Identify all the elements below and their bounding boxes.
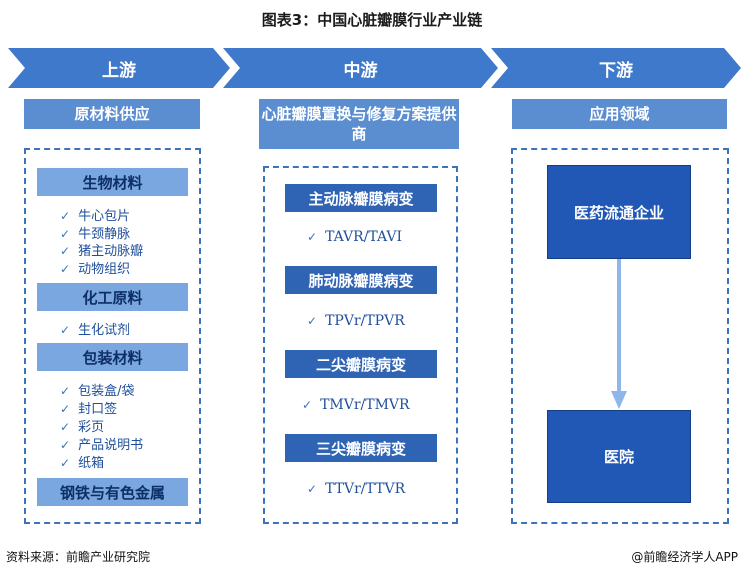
list-item: ✓封口签 (60, 402, 118, 417)
upstream-group-metal: 钢铁与有色金属 (37, 478, 188, 506)
midstream-panel (263, 166, 458, 524)
downstream-hospital-box: 医院 (547, 410, 691, 503)
page-title: 图表3：中国心脏瓣膜行业产业链 (261, 11, 483, 29)
chevron-downstream-label: 下游 (599, 60, 633, 81)
arrow-down-icon (611, 259, 627, 409)
check-icon: ✓ (60, 244, 71, 258)
credit-note: @前瞻经济学人APP (631, 550, 738, 564)
list-item: ✓产品说明书 (60, 438, 144, 453)
list-item: ✓包装盒/袋 (60, 384, 135, 399)
list-item: ✓生化试剂 (60, 323, 131, 338)
list-item: ✓动物组织 (60, 262, 131, 277)
list-item: ✓TMVr/TMVR (302, 397, 410, 413)
midstream-group-mitral: 二尖瓣膜病变 (285, 350, 437, 378)
chevron-upstream: 上游 (8, 48, 230, 88)
check-icon: ✓ (60, 227, 71, 241)
check-icon: ✓ (60, 209, 71, 223)
upstream-group-chem: 化工原料 (37, 283, 188, 311)
list-item: ✓牛颈静脉 (60, 227, 131, 242)
check-icon: ✓ (60, 402, 71, 416)
list-item: ✓TAVR/TAVI (307, 229, 403, 245)
midstream-group-aortic: 主动脉瓣膜病变 (285, 184, 437, 212)
list-item: ✓牛心包片 (60, 209, 131, 224)
check-icon: ✓ (307, 230, 318, 244)
check-icon: ✓ (302, 398, 313, 412)
midstream-group-pulmonary: 肺动脉瓣膜病变 (285, 266, 437, 294)
list-item: ✓猪主动脉瓣 (60, 244, 144, 259)
downstream-pharma-box: 医药流通企业 (547, 165, 691, 259)
list-item: ✓TPVr/TPVR (307, 313, 405, 329)
downstream-panel (511, 148, 729, 524)
check-icon: ✓ (60, 420, 71, 434)
check-icon: ✓ (307, 314, 318, 328)
chevron-downstream: 下游 (491, 48, 741, 88)
check-icon: ✓ (60, 456, 71, 470)
midstream-header: 心脏瓣膜置换与修复方案提供商 (259, 99, 459, 149)
upstream-panel (24, 148, 201, 524)
upstream-group-bio: 生物材料 (37, 168, 188, 196)
upstream-header: 原材料供应 (24, 99, 200, 129)
check-icon: ✓ (60, 262, 71, 276)
list-item: ✓彩页 (60, 420, 105, 435)
check-icon: ✓ (60, 384, 71, 398)
midstream-group-tricuspid: 三尖瓣膜病变 (285, 434, 437, 462)
list-item: ✓纸箱 (60, 456, 105, 471)
list-item: ✓TTVr/TTVR (307, 481, 406, 497)
chevron-midstream: 中游 (223, 48, 498, 88)
check-icon: ✓ (60, 438, 71, 452)
check-icon: ✓ (60, 323, 71, 337)
upstream-group-pack: 包装材料 (37, 343, 188, 371)
downstream-header: 应用领域 (512, 99, 727, 129)
source-note: 资料来源：前瞻产业研究院 (6, 550, 151, 564)
chevron-upstream-label: 上游 (102, 60, 136, 81)
check-icon: ✓ (307, 482, 318, 496)
chevron-midstream-label: 中游 (343, 60, 378, 81)
